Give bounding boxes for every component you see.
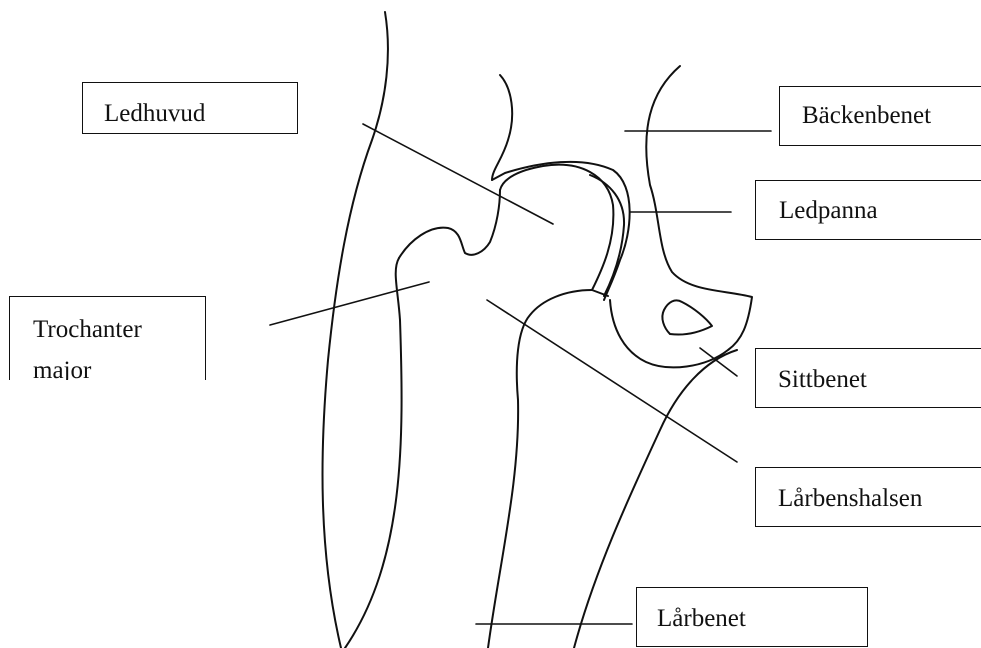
label-ledpanna: Ledpanna <box>755 180 981 240</box>
label-trochanter-major: Trochanter major <box>9 296 206 380</box>
greater-trochanter-contour <box>399 190 500 258</box>
femoral-neck-medial-edge <box>488 290 592 648</box>
label-trochanter-line2: major <box>33 357 91 380</box>
pelvis-outer-contour <box>610 66 752 367</box>
label-sittbenet: Sittbenet <box>755 348 981 408</box>
acetabulum-outer-rim <box>492 162 630 300</box>
label-larbenet-text: Lårbenet <box>657 605 746 634</box>
label-backenbenet-text: Bäckenbenet <box>802 102 931 131</box>
ilium-upper-contour <box>492 75 512 180</box>
leader-line-larbenshalsen <box>487 300 737 462</box>
label-larbenshalsen: Lårbenshalsen <box>755 467 981 527</box>
obturator-foramen <box>662 300 712 334</box>
outer-thigh-contour <box>322 12 387 648</box>
label-ledpanna-text: Ledpanna <box>779 197 878 226</box>
leader-line-trochanter <box>270 282 429 325</box>
label-backenbenet: Bäckenbenet <box>779 86 981 146</box>
leader-line-ledhuvud <box>363 124 553 224</box>
acetabulum-inner-line <box>590 175 624 296</box>
femoral-head-contour <box>500 165 613 296</box>
label-ledhuvud-text: Ledhuvud <box>104 100 205 129</box>
label-ledhuvud: Ledhuvud <box>82 82 298 134</box>
label-larbenshalsen-text: Lårbenshalsen <box>778 485 922 514</box>
label-sittbenet-text: Sittbenet <box>778 366 867 395</box>
label-trochanter-line1: Trochanter <box>33 316 142 345</box>
label-larbenet: Lårbenet <box>636 587 868 647</box>
femur-lateral-edge <box>345 258 402 648</box>
